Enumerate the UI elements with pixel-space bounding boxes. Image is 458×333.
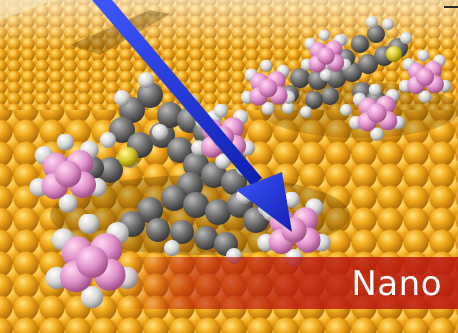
corner-mark xyxy=(444,6,458,8)
caption-label: Nano xyxy=(351,264,442,304)
arrow-pointer-icon xyxy=(92,0,292,232)
molecule-back xyxy=(240,16,452,142)
caption-band xyxy=(124,257,458,309)
